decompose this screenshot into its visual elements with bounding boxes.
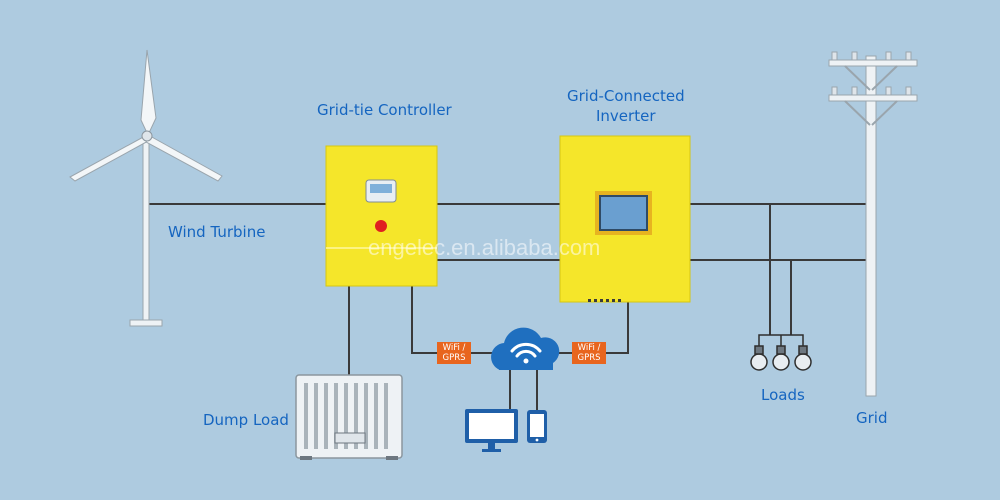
cloud-wifi-icon — [491, 327, 560, 370]
loads-label: Loads — [761, 386, 805, 404]
wifi-gprs-tag-right: WiFi / GPRS — [572, 342, 606, 364]
controller-label: Grid-tie Controller — [317, 101, 452, 119]
grid-label: Grid — [856, 409, 888, 427]
wiring — [148, 203, 866, 410]
grid-tie-controller — [325, 145, 438, 287]
inverter-label-line2: Inverter — [596, 107, 656, 125]
tag-line: GPRS — [442, 353, 466, 363]
bulb-icon — [750, 345, 768, 371]
wind-turbine-label: Wind Turbine — [168, 223, 266, 241]
tag-line: WiFi / — [577, 343, 601, 353]
inverter-label-line1: Grid-Connected — [567, 87, 685, 105]
grid-connected-inverter — [559, 135, 691, 303]
monitor-icon — [465, 409, 518, 452]
wifi-gprs-tag-left: WiFi / GPRS — [437, 342, 471, 364]
wind-turbine-icon — [69, 49, 223, 327]
phone-icon — [527, 410, 547, 443]
dump-load-icon — [295, 374, 403, 460]
bulb-icon — [794, 345, 812, 371]
power-pole-icon — [828, 51, 918, 397]
watermark: engelec.en.alibaba.com — [368, 235, 601, 260]
dump-load-label: Dump Load — [203, 411, 289, 429]
bulb-icon — [772, 345, 790, 371]
loads-bulbs — [750, 345, 812, 371]
tag-line: WiFi / — [442, 343, 466, 353]
tag-line: GPRS — [577, 353, 601, 363]
